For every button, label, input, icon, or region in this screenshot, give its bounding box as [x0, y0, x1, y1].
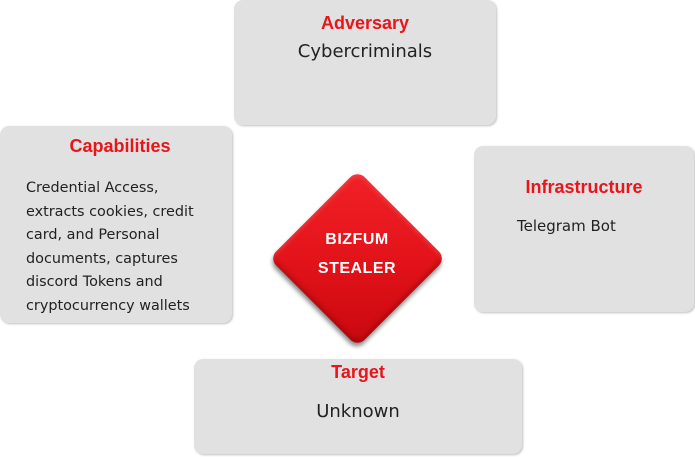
capabilities-line: extracts cookies, credit — [26, 203, 194, 220]
target-text: Unknown — [316, 401, 400, 422]
center-label-line1: BIZFUM — [325, 231, 389, 248]
capabilities-line: Credential Access, — [26, 180, 159, 196]
target-box: Target Unknown — [194, 359, 522, 454]
infrastructure-title: Infrastructure — [525, 177, 643, 197]
center-label: BIZFUM STEALER — [297, 225, 417, 283]
adversary-box: Adversary Cybercriminals — [234, 0, 496, 125]
capabilities-text: Credential Access, extracts cookies, cre… — [26, 177, 224, 318]
adversary-text: Cybercriminals — [297, 41, 433, 62]
center-label-line2: STEALER — [317, 260, 397, 277]
infrastructure-box: Infrastructure Telegram Bot — [474, 146, 694, 312]
capabilities-line: discord Tokens and — [26, 274, 163, 290]
target-title: Target — [331, 362, 385, 382]
capabilities-line: cryptocurrency wallets — [26, 297, 190, 314]
capabilities-line: documents, captures — [26, 250, 178, 267]
infrastructure-text: Telegram Bot — [517, 217, 616, 235]
adversary-title: Adversary — [320, 13, 410, 33]
capabilities-line: card, and Personal — [26, 227, 160, 243]
capabilities-title: Capabilities — [69, 136, 171, 156]
capabilities-box: Capabilities Credential Access, extracts… — [0, 126, 232, 323]
